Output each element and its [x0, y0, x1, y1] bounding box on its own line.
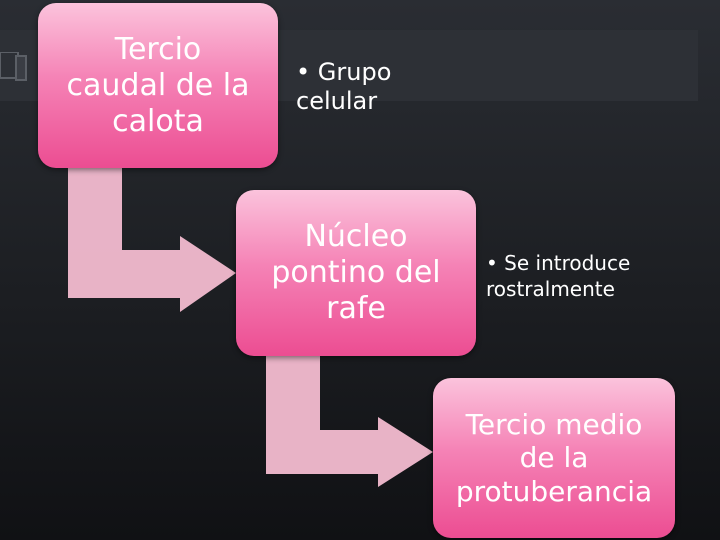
flow-arrow-1	[68, 168, 236, 312]
box-nucleo-pontino: Núcleo pontino del rafe	[236, 190, 476, 356]
box-tercio-medio: Tercio medio de la protuberancia	[433, 378, 675, 538]
box-tercio-caudal-label: Tercio caudal de la calota	[66, 31, 250, 139]
band-decoration	[0, 52, 27, 81]
box-tercio-caudal: Tercio caudal de la calota	[38, 3, 278, 168]
note-se-introduce: • Se introduce rostralmente	[486, 251, 631, 301]
box-tercio-medio-label: Tercio medio de la protuberancia	[455, 407, 653, 508]
box-nucleo-pontino-label: Núcleo pontino del rafe	[271, 219, 441, 326]
note-grupo-celular: • Grupo celular	[296, 58, 392, 115]
flow-arrow-2	[266, 356, 433, 487]
